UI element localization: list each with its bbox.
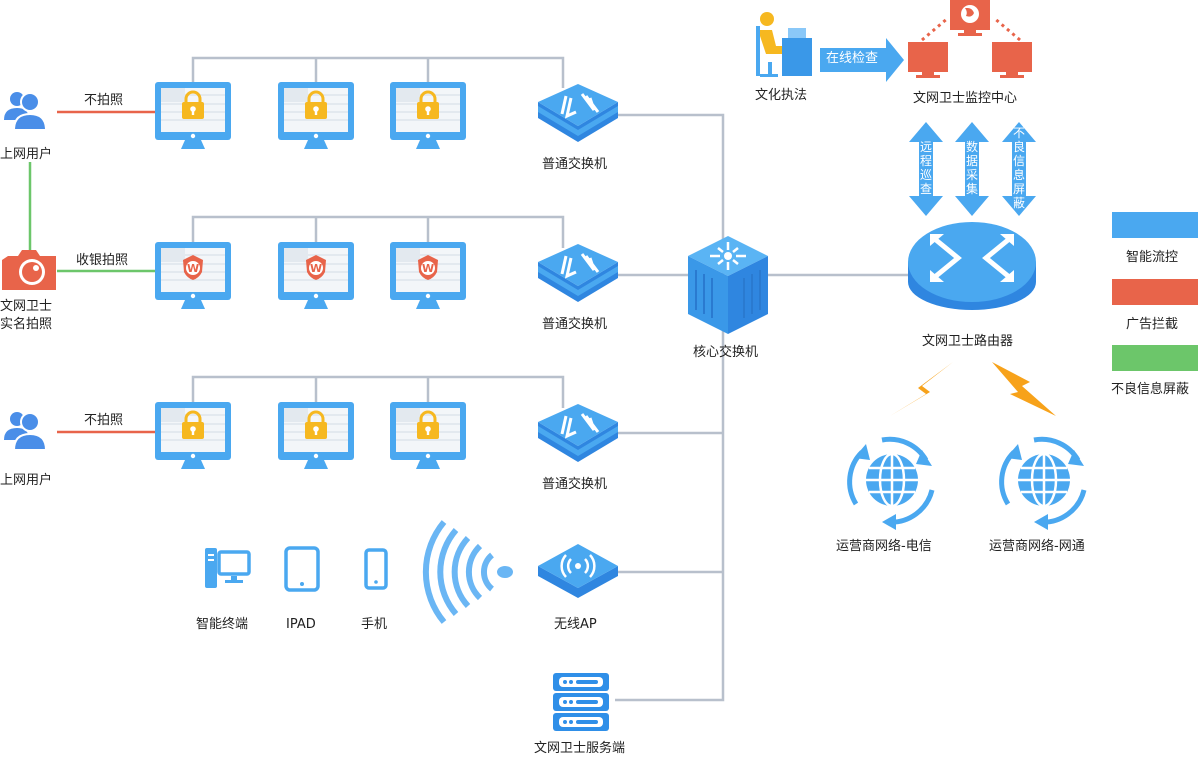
terminal-monitor: [389, 241, 467, 310]
device-label: IPAD: [286, 617, 316, 632]
online-check-label: 在线检查: [826, 51, 879, 66]
switch-label: 普通交换机: [542, 477, 608, 492]
monitor-center-icon: [908, 0, 1032, 78]
user-icon: [3, 91, 47, 131]
camera-label-line1: 文网卫士: [0, 299, 53, 314]
connection-lines: [191, 56, 912, 702]
terminal-monitor: [389, 401, 467, 470]
monitor-center-label: 文网卫士监控中心: [913, 91, 1018, 106]
phone-icon: [364, 548, 388, 590]
link-label: 收银拍照: [76, 253, 129, 268]
switch-icon: [536, 82, 620, 144]
user-label: 上网用户: [0, 473, 53, 488]
switch-label: 普通交换机: [542, 317, 608, 332]
server-label: 文网卫士服务端: [534, 741, 626, 756]
terminal-monitor: [277, 81, 355, 150]
legend-label: 智能流控: [1126, 250, 1179, 265]
isp-label: 运营商网络-网通: [989, 539, 1085, 554]
wifi-waves-icon: [422, 520, 513, 624]
isp-globe-icon: [1002, 439, 1084, 530]
terminal-monitor: [154, 401, 232, 470]
arrow-text-remote-patrol: 远程巡查: [919, 140, 932, 196]
terminal-monitor: [154, 241, 232, 310]
link-label: 不拍照: [84, 93, 124, 108]
link-label: 不拍照: [84, 413, 124, 428]
user-icon: [3, 411, 47, 451]
lightning-icon: [890, 362, 953, 416]
server-icon: [553, 673, 609, 731]
terminal-monitor: [154, 81, 232, 150]
legend-swatch-ad-block: [1112, 279, 1198, 305]
legend-swatch-bad-info-block: [1112, 345, 1198, 371]
legend-label: 广告拦截: [1126, 317, 1179, 332]
core-switch-icon: [688, 236, 768, 334]
switch-label: 普通交换机: [542, 157, 608, 172]
isp-label: 运营商网络-电信: [836, 539, 932, 554]
router-label: 文网卫士路由器: [922, 334, 1014, 349]
user-label: 上网用户: [0, 147, 53, 162]
camera-icon: [2, 250, 56, 290]
online-check-arrow: [820, 38, 904, 82]
router-icon: [908, 222, 1036, 310]
camera-label-line2: 实名拍照: [0, 317, 53, 332]
desktop-terminal-icon: [205, 548, 251, 588]
legend-label: 不良信息屏蔽: [1111, 382, 1190, 397]
switch-icon: [536, 242, 620, 304]
device-label: 智能终端: [196, 617, 249, 632]
isp-globe-icon: [850, 439, 932, 530]
legend-swatch-flow-control: [1112, 212, 1198, 238]
wireless-ap-icon: [538, 544, 618, 598]
terminal-monitor: [277, 401, 355, 470]
enforcement-label: 文化执法: [755, 88, 808, 103]
lightning-icon: [992, 362, 1056, 416]
terminal-monitor: [389, 81, 467, 150]
terminal-monitor: [277, 241, 355, 310]
tablet-icon: [284, 546, 320, 592]
core-switch-label: 核心交换机: [693, 345, 759, 360]
arrow-text-data-collection: 数据采集: [965, 140, 978, 196]
device-label: 手机: [361, 617, 388, 632]
enforcement-officer-icon: [756, 12, 812, 77]
arrow-text-bad-info-block: 不良信息屏蔽: [1012, 126, 1025, 210]
switch-icon: [536, 402, 620, 464]
wireless-ap-label: 无线AP: [554, 617, 597, 632]
